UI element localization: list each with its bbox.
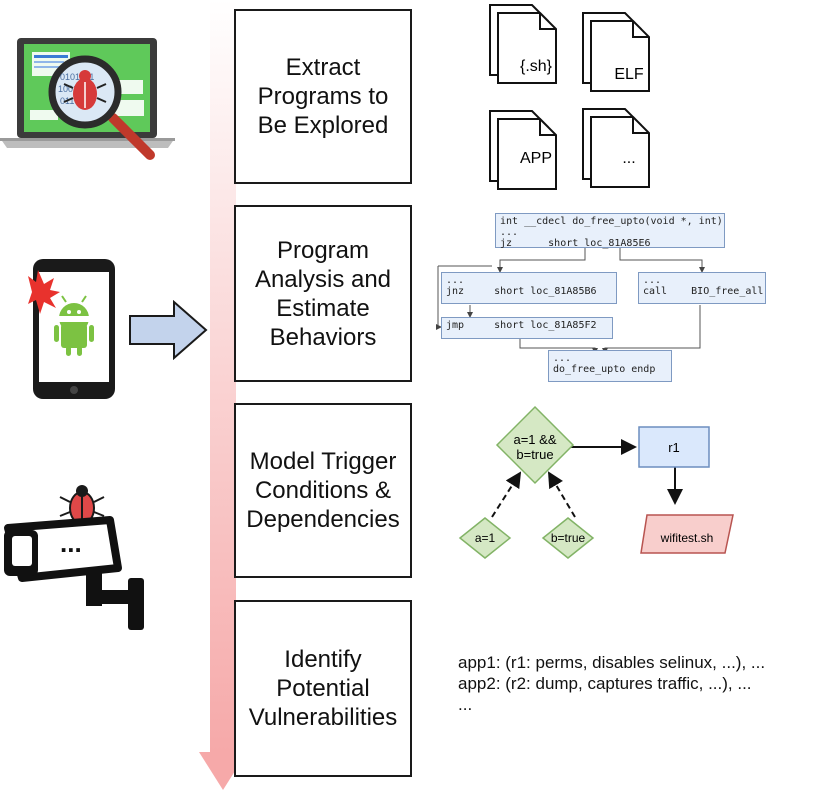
file-icon-other [582, 108, 650, 188]
vulnerability-line: app1: (r1: perms, disables selinux, ...)… [458, 653, 766, 672]
stage-extract-programs: Extract Programs to Be Explored [234, 9, 412, 184]
file-icon-sh [489, 4, 557, 84]
vulnerability-line: ... [458, 695, 473, 714]
result-label: r1 [668, 440, 680, 455]
code-block-entry: int __cdecl do_free_upto(void *, int) ..… [495, 213, 725, 249]
input-node-a [458, 517, 512, 559]
stage-model-trigger: Model Trigger Conditions & Dependencies [234, 403, 412, 578]
vulnerability-list: app1: (r1: perms, disables selinux, ...)… [458, 652, 765, 715]
stage-label: Identify Potential Vulnerabilities [248, 646, 398, 731]
condition-node [495, 405, 575, 485]
file-icon-app [489, 110, 557, 190]
right-arrow-icon [129, 300, 208, 360]
script-node [640, 514, 734, 554]
vulnerability-line: app2: (r2: dump, captures traffic, ...),… [458, 674, 752, 693]
file-stack-group [489, 4, 650, 190]
dependency-graph [458, 405, 734, 559]
stage-label: Extract Programs to Be Explored [257, 54, 389, 139]
code-block-call: ... call BIO_free_all [638, 272, 766, 304]
file-icon-elf [582, 12, 650, 92]
android-phone-icon [28, 259, 115, 399]
file-label-app: APP [519, 150, 552, 167]
code-block-jmp: jmp short loc_81A85F2 [441, 317, 613, 339]
input-node-b [541, 517, 595, 559]
security-camera-bug-icon: ... [0, 478, 160, 638]
camera-ellipsis: ... [60, 528, 82, 558]
svg-text:0101011: 0101011 [60, 72, 94, 82]
laptop-malware-scan-icon: 0101011 1001010 0110101 [0, 38, 175, 160]
pipeline-flow-arrow [199, 0, 247, 790]
stage-identify-vulnerabilities: Identify Potential Vulnerabilities [234, 600, 412, 777]
file-label-other: ... [622, 150, 636, 167]
condition-line-1: a=1 && [513, 432, 557, 447]
script-label: wifitest.sh [660, 531, 714, 545]
code-block-jnz: ... jnz short loc_81A85B6 [441, 272, 617, 304]
stage-label: Program Analysis and Estimate Behaviors [254, 236, 392, 351]
input-b-label: b=true [550, 531, 586, 545]
code-block-exit: ... do_free_upto endp [548, 350, 672, 382]
stage-label: Model Trigger Conditions & Dependencies [246, 448, 400, 533]
file-label-elf: ELF [614, 66, 644, 83]
stage-program-analysis: Program Analysis and Estimate Behaviors [234, 205, 412, 382]
input-a-label: a=1 [474, 531, 496, 545]
result-node [638, 426, 710, 468]
condition-line-2: b=true [516, 447, 554, 462]
file-label-sh: {.sh} [519, 58, 553, 75]
